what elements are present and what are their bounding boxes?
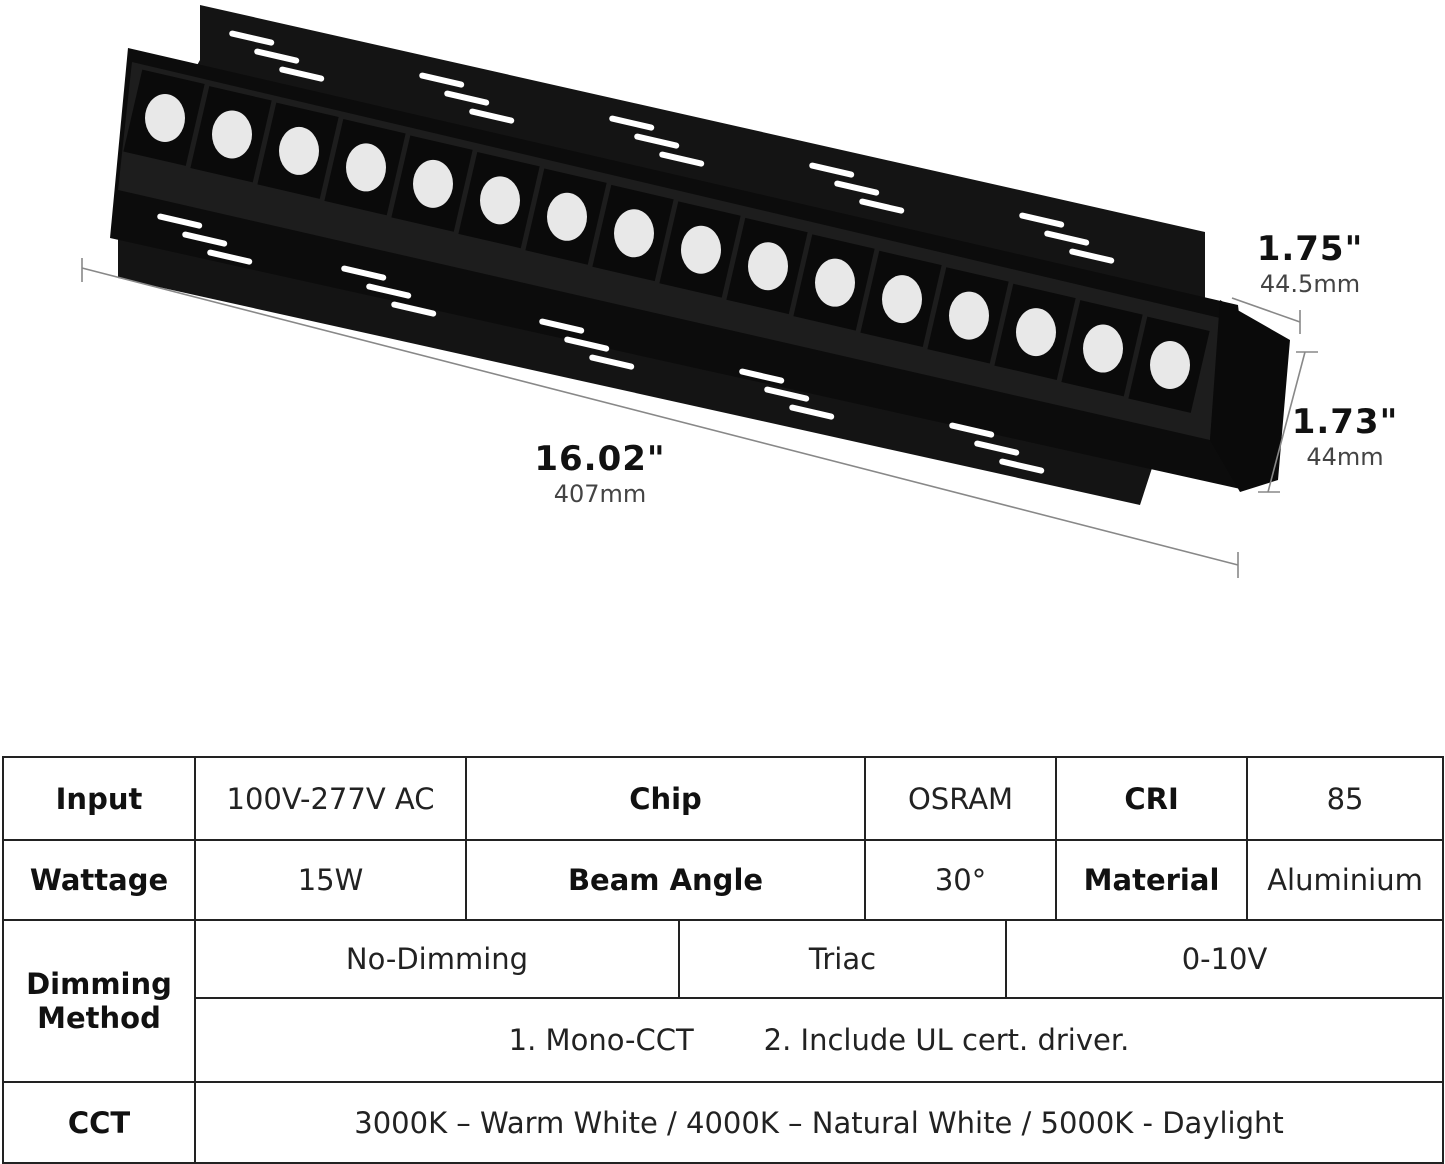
chip-value: OSRAM (864, 756, 1058, 841)
mounting-slot (634, 133, 680, 149)
mounting-slots (157, 30, 1115, 474)
dimming-label-line2: Method (37, 1001, 161, 1035)
led-array (123, 69, 1210, 413)
table-row: Wattage 15W Beam Angle 30° Material Alum… (2, 839, 1445, 921)
mounting-slot (229, 30, 275, 46)
dimming-note-2: 2. Include UL cert. driver. (763, 1023, 1130, 1057)
led-lens (1150, 341, 1190, 389)
led-lens (145, 94, 185, 142)
led-lens (1016, 308, 1056, 357)
mounting-slot (1044, 230, 1090, 246)
mounting-slot (366, 283, 412, 299)
mounting-slot (764, 386, 810, 402)
length-dimension: 16.02" 407mm (520, 442, 680, 506)
cri-value: 85 (1246, 756, 1445, 841)
end-cap (1210, 300, 1290, 492)
length-inch: 16.02" (534, 439, 666, 479)
dimming-note-1: 1. Mono-CCT (508, 1023, 694, 1057)
mounting-slot (789, 404, 835, 420)
led-lens (882, 275, 922, 324)
dimming-option-3: 0-10V (1005, 919, 1445, 999)
mounting-slot (254, 48, 300, 64)
dimension-lines (81, 258, 1318, 578)
mounting-slot (589, 354, 635, 370)
beam-angle-value: 30° (864, 839, 1058, 921)
width-inch: 1.75" (1256, 229, 1364, 269)
mounting-slot (809, 162, 855, 178)
mounting-slot (279, 66, 325, 82)
led-lens (1083, 324, 1123, 373)
beam-angle-label: Beam Angle (464, 839, 867, 921)
mounting-slot (659, 151, 705, 167)
mounting-slot (419, 72, 465, 88)
mounting-slot (1069, 248, 1115, 264)
mounting-slot (539, 318, 585, 334)
table-row: 1. Mono-CCT 2. Include UL cert. driver. (3, 997, 1445, 1083)
mounting-slot (182, 231, 228, 247)
height-mm: 44mm (1306, 443, 1384, 471)
mounting-slot (391, 301, 437, 317)
height-inch: 1.73" (1291, 402, 1399, 442)
mounting-slot (341, 265, 387, 281)
dimming-label: Dimming Method (2, 919, 196, 1083)
table-row: CCT 3000K – Warm White / 4000K – Natural… (2, 1081, 1445, 1164)
cct-label: CCT (2, 1081, 196, 1164)
input-label: Input (2, 756, 196, 841)
cri-label: CRI (1055, 756, 1249, 841)
led-lens (748, 242, 788, 291)
mounting-slot (949, 422, 995, 438)
material-label: Material (1055, 839, 1249, 921)
table-row: Input 100V-277V AC Chip OSRAM CRI 85 (2, 756, 1445, 841)
width-dimension: 1.75" 44.5mm (1245, 232, 1375, 296)
dimming-option-2: Triac (677, 919, 1008, 999)
mounting-slot (609, 115, 655, 131)
chip-label: Chip (464, 756, 867, 841)
mounting-slot (444, 90, 490, 106)
cct-value: 3000K – Warm White / 4000K – Natural Whi… (193, 1081, 1445, 1164)
mounting-slot (859, 198, 905, 214)
mounting-slot (999, 458, 1045, 474)
led-lens (346, 143, 386, 192)
spec-table: Input 100V-277V AC Chip OSRAM CRI 85 Wat… (2, 756, 1445, 1164)
mounting-slot (207, 249, 253, 265)
mounting-slot (834, 180, 880, 196)
material-value: Aluminium (1246, 839, 1445, 921)
led-lens (480, 176, 520, 225)
input-value: 100V-277V AC (194, 756, 467, 841)
dimming-label-line1: Dimming (26, 967, 172, 1001)
led-lens (681, 225, 721, 274)
mounting-slot (469, 108, 515, 124)
mounting-slot (1019, 212, 1065, 228)
height-dimension: 1.73" 44mm (1290, 405, 1400, 469)
mounting-slot (739, 368, 785, 384)
led-lens (413, 159, 453, 208)
table-row: Dimming Method No-Dimming Triac 0-10V (2, 919, 1445, 1083)
mounting-slot (157, 213, 203, 229)
mounting-slot (974, 440, 1020, 456)
wattage-label: Wattage (2, 839, 196, 921)
led-lens (815, 258, 855, 307)
width-mm: 44.5mm (1259, 270, 1361, 298)
product-illustration (81, 5, 1318, 578)
led-lens (614, 209, 654, 258)
led-lens (212, 110, 252, 159)
mounting-slot (564, 336, 610, 352)
wattage-value: 15W (194, 839, 467, 921)
length-mm: 407mm (553, 480, 647, 508)
dimming-option-1: No-Dimming (194, 919, 680, 999)
dimming-notes: 1. Mono-CCT 2. Include UL cert. driver. (193, 997, 1445, 1083)
led-lens (949, 291, 989, 340)
led-lens (547, 192, 587, 241)
led-lens (279, 126, 319, 175)
